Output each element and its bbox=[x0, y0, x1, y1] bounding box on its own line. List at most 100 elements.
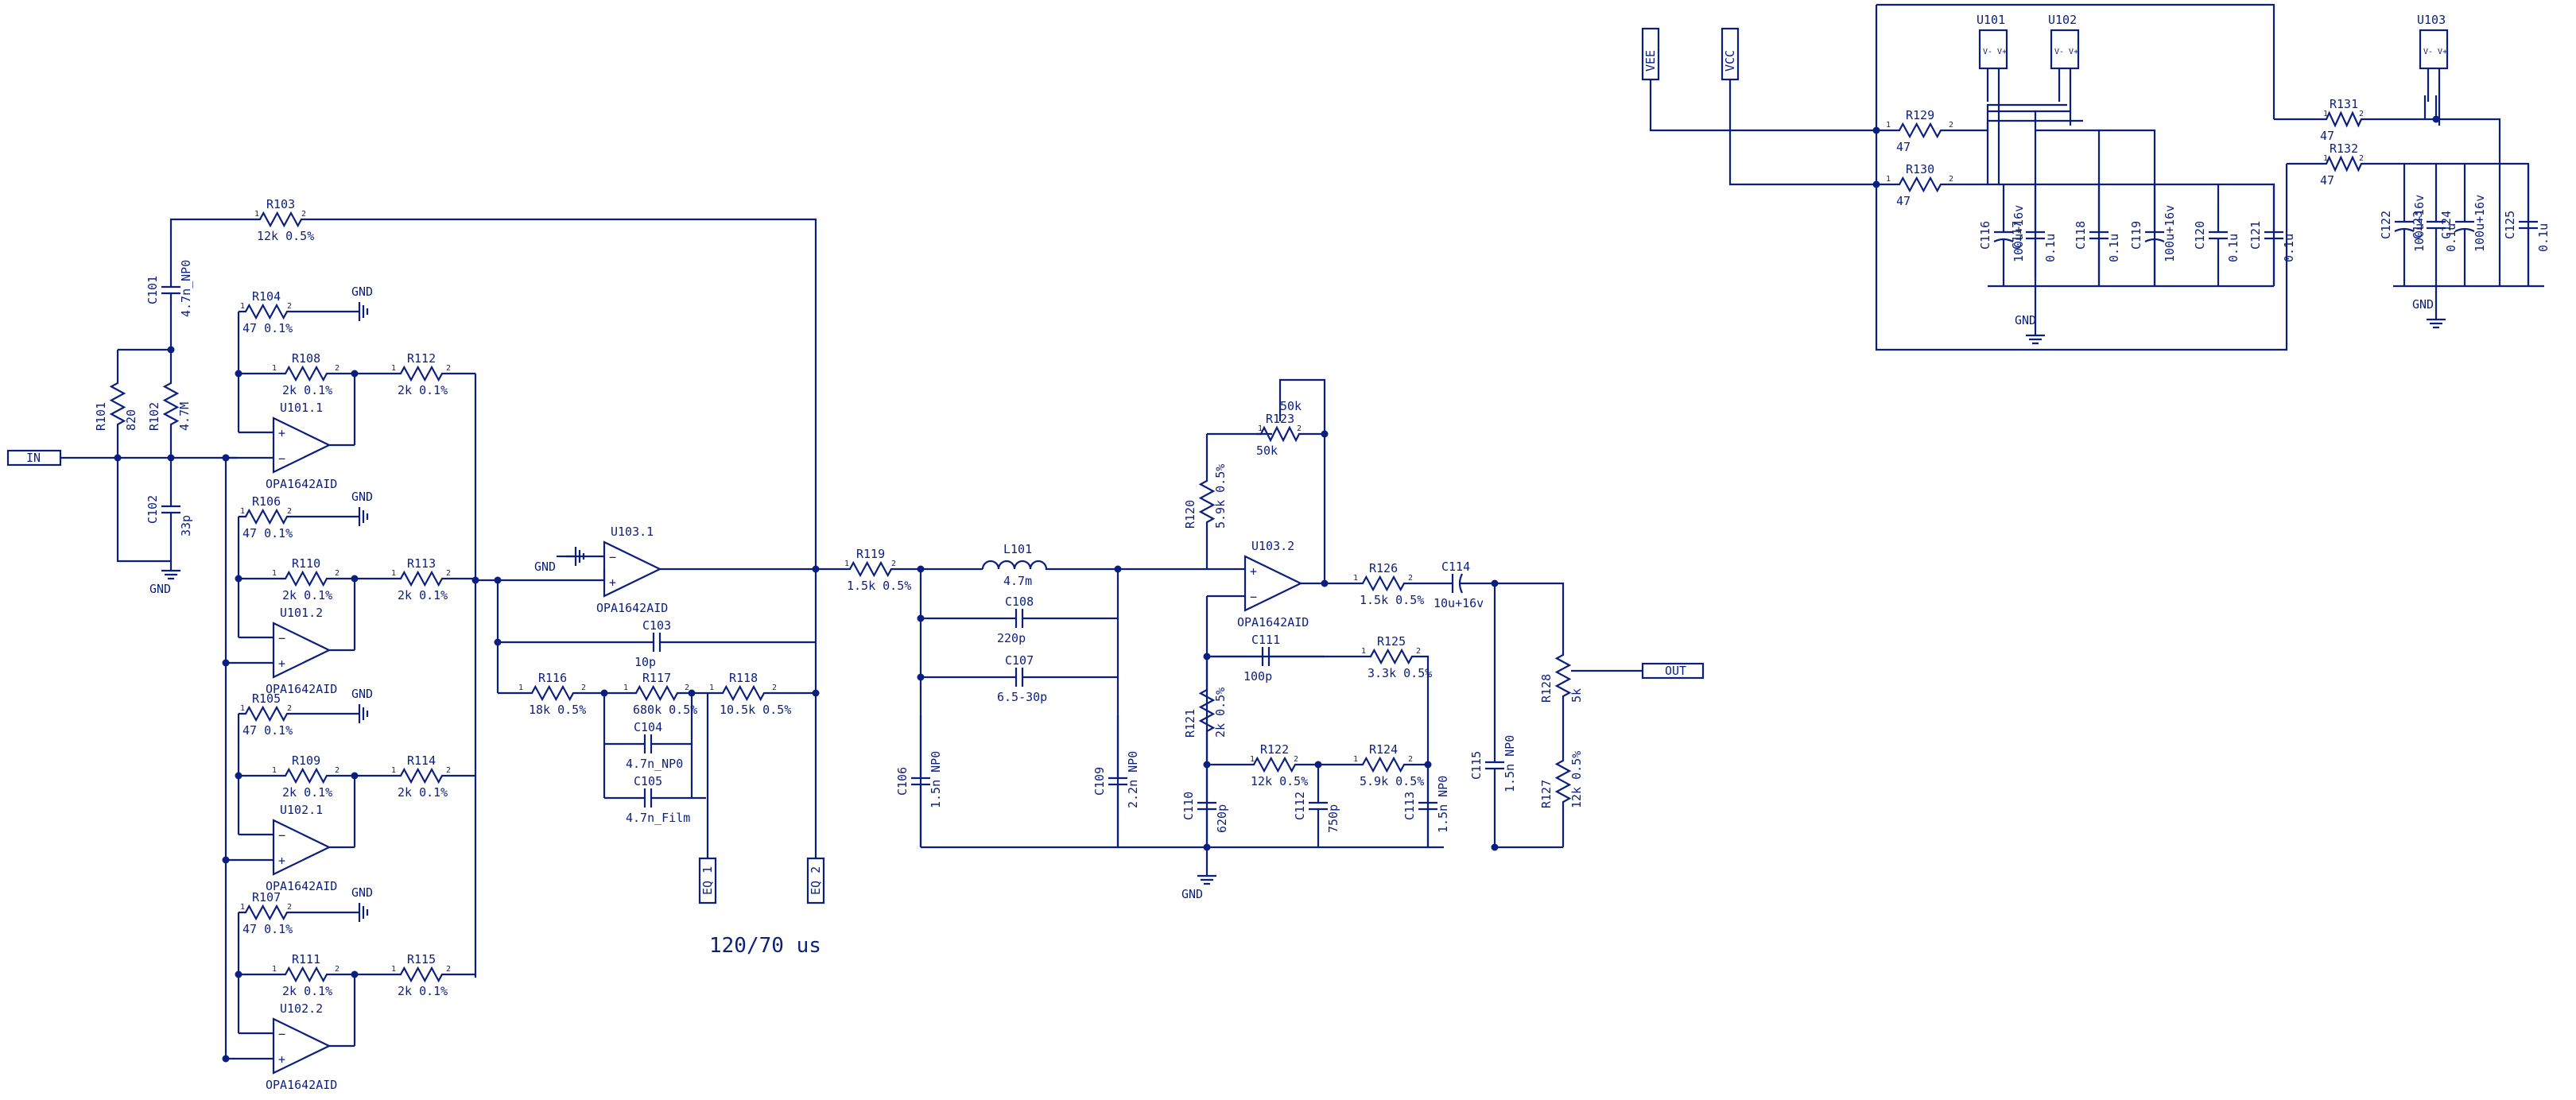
capacitor-value: 100p bbox=[1243, 669, 1272, 684]
power-unit-u103 bbox=[2419, 29, 2449, 70]
capacitor-ref: C112 bbox=[1293, 792, 1307, 820]
resistor-r124 bbox=[1352, 756, 1415, 773]
resistor-value: 47 0.1% bbox=[242, 526, 293, 540]
ground-icon bbox=[350, 704, 369, 723]
ground-symbol bbox=[2427, 310, 2446, 329]
capacitor-value: 0.1u bbox=[2226, 234, 2240, 262]
resistor-ref: R109 bbox=[292, 753, 320, 768]
pin-number: 1 bbox=[391, 965, 396, 974]
pin-number: 1 bbox=[1361, 647, 1366, 656]
pin-number: 2 bbox=[287, 302, 292, 311]
capacitor-c108 bbox=[921, 609, 1118, 628]
resistor-ref: R103 bbox=[266, 197, 295, 211]
resistor-value: 1.5k 0.5% bbox=[1360, 593, 1424, 607]
capacitor-plate bbox=[1267, 647, 1325, 666]
capacitor-ref: C101 bbox=[145, 276, 160, 304]
opamp-input-sign: + bbox=[609, 575, 616, 590]
resistor-r117 bbox=[622, 684, 692, 702]
capacitor-plate bbox=[161, 230, 180, 289]
junction-dot bbox=[222, 454, 230, 462]
resistor-r111 bbox=[270, 966, 342, 983]
resistor-value: 5.9k 0.5% bbox=[1360, 774, 1424, 788]
capacitor-value: 1.5n NP0 bbox=[929, 751, 943, 808]
pin-number: 2 bbox=[581, 684, 586, 692]
opamp-symbol bbox=[272, 622, 332, 679]
resistor-symbol bbox=[2322, 110, 2366, 128]
capacitor-plate bbox=[1309, 808, 1328, 847]
resistor-r115 bbox=[390, 966, 453, 983]
resistor-r119 bbox=[843, 560, 898, 578]
resistor-ref: R112 bbox=[407, 351, 436, 366]
ground-icon bbox=[566, 547, 585, 566]
gnd-label-u103: GND bbox=[534, 560, 556, 574]
resistor-symbol bbox=[1256, 425, 1304, 443]
capacitor-ref: C103 bbox=[642, 618, 671, 633]
resistor-symbol bbox=[270, 365, 342, 382]
resistor-symbol bbox=[253, 211, 308, 228]
resistor-value: 2k 0.1% bbox=[282, 383, 332, 397]
capacitor-value: 1.5n NP0 bbox=[1436, 776, 1450, 833]
resistor-symbol bbox=[1248, 756, 1301, 773]
capacitor-c122 bbox=[2394, 164, 2415, 286]
pin-number: 1 bbox=[254, 210, 259, 219]
resistor-symbol bbox=[1352, 575, 1415, 592]
opamp-input-sign: + bbox=[278, 854, 285, 868]
pin-number: 2 bbox=[772, 684, 777, 692]
opamp-part: OPA1642AID bbox=[266, 477, 337, 491]
port-box bbox=[1641, 662, 1705, 680]
capacitor-c104 bbox=[604, 734, 692, 753]
junction-dot bbox=[222, 659, 230, 667]
capacitor-c111 bbox=[1207, 647, 1325, 666]
capacitor-c119 bbox=[2144, 184, 2165, 286]
resistor-ref: R107 bbox=[252, 890, 281, 904]
resistor-ref: R121 bbox=[1183, 709, 1197, 738]
resistor-r110 bbox=[270, 570, 342, 587]
resistor-ref: R113 bbox=[407, 556, 436, 571]
wire bbox=[1649, 79, 1884, 132]
resistor-r106 bbox=[239, 508, 294, 525]
opamp-u103-2 bbox=[1243, 555, 1303, 612]
ground-icon bbox=[350, 903, 369, 922]
capacitor-plate bbox=[650, 734, 692, 753]
resistor-ref: R114 bbox=[407, 753, 436, 768]
opamp-symbol bbox=[603, 540, 662, 598]
pin-number: 2 bbox=[446, 965, 451, 974]
port-label: EQ 2 bbox=[809, 866, 823, 895]
resistor-ref: R118 bbox=[729, 671, 758, 685]
capacitor-ref: C110 bbox=[1181, 792, 1196, 820]
capacitor-ref: C111 bbox=[1251, 633, 1280, 647]
capacitor-plate bbox=[2455, 164, 2474, 223]
capacitor-value: 2.2n NP0 bbox=[1126, 751, 1140, 808]
time-constant-note: 120/70 us bbox=[709, 934, 821, 958]
resistor-r104 bbox=[239, 303, 294, 320]
ground-icon bbox=[350, 302, 369, 321]
pin-number: 2 bbox=[1949, 175, 1953, 184]
capacitor-plate bbox=[650, 788, 692, 808]
resistor-r109 bbox=[270, 767, 342, 784]
pin-number: 2 bbox=[446, 569, 451, 578]
wire bbox=[1476, 582, 1565, 636]
resistor-r112 bbox=[390, 365, 453, 382]
port-label: OUT bbox=[1665, 664, 1686, 678]
capacitor-plate bbox=[1418, 808, 1437, 847]
resistor-r121 bbox=[1198, 657, 1216, 765]
capacitor-value: 0.1u bbox=[2043, 234, 2058, 262]
resistor-symbol bbox=[2322, 155, 2366, 172]
resistor-symbol bbox=[708, 684, 779, 702]
ground-symbol bbox=[350, 704, 369, 723]
capacitor-ref: C121 bbox=[2248, 221, 2263, 250]
capacitor-ref: C125 bbox=[2503, 211, 2517, 239]
pin-number: 1 bbox=[272, 766, 277, 775]
capacitor-plate bbox=[1021, 668, 1118, 687]
pin-number: 1 bbox=[240, 704, 245, 713]
capacitor-ref: C108 bbox=[1005, 595, 1034, 609]
resistor-ref: R117 bbox=[642, 671, 671, 685]
capacitor-c120 bbox=[2209, 184, 2228, 286]
pin-number: 2 bbox=[446, 766, 451, 775]
resistor-symbol bbox=[1198, 434, 1216, 569]
resistor-ref: R101 bbox=[94, 402, 108, 431]
gnd-label: GND bbox=[351, 885, 373, 900]
pin-number: 1 bbox=[2323, 154, 2328, 163]
